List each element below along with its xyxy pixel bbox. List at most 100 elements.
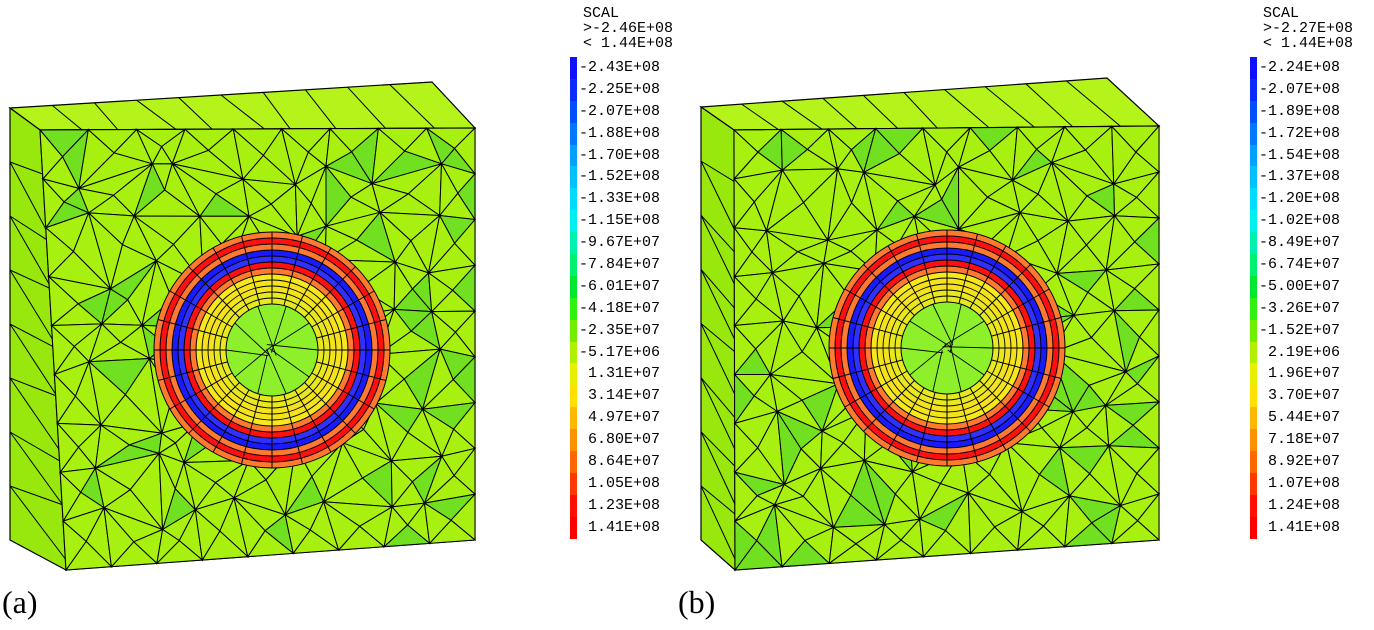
inclusion-spoke [887,387,925,451]
legend-entry: -1.70E+08 [570,144,673,167]
inclusion-spoke [294,389,332,453]
legend-value: -1.52E+08 [579,168,661,186]
mesh-triangle [773,503,806,568]
mesh-triangle [294,183,312,237]
legend-value: 1.07E+08 [1259,474,1341,492]
legend-swatch [570,254,577,276]
legend-entry: 1.41E+08 [570,516,673,539]
inclusion-spoke [157,361,228,382]
legend-entry: -1.52E+07 [1250,319,1353,342]
core-mesh-line [949,304,962,353]
legend-entry: 1.07E+08 [1250,472,1353,495]
side-mesh-line [700,377,736,418]
legend-entry: -4.18E+07 [570,297,673,320]
legend-swatch [1250,341,1257,364]
core-mesh-line [943,320,985,346]
legend-entry: -1.72E+08 [1250,122,1353,145]
mesh-triangle [371,182,410,214]
legend-entry: 1.31E+07 [570,363,673,386]
inclusion-spoke [979,380,1031,432]
mesh-triangle [875,523,902,562]
mesh-triangle [280,127,309,187]
core-mesh-line [234,345,273,378]
legend-value: 1.41E+08 [579,518,661,536]
inclusion-spoke [844,370,908,408]
legend-entry: -9.67E+07 [570,232,673,255]
side-mesh-line [700,431,736,467]
top-mesh-line [94,102,119,130]
legend-swatch [570,122,577,145]
mesh-triangle [733,128,759,181]
legend-value: 7.18E+07 [1259,431,1341,449]
legend-value: 8.92E+07 [1259,453,1341,471]
side-mesh-line [9,431,63,505]
mesh-triangle [734,422,759,474]
core-mesh-line [932,304,954,346]
mesh-triangle [194,508,221,562]
inclusion-spoke [304,382,356,434]
side-mesh-line [700,269,735,309]
mesh-triangle [734,519,758,572]
mesh-triangle [820,430,845,470]
legend-swatch [570,451,577,473]
inclusion-spoke [863,380,915,432]
legend-value: 2.19E+06 [1259,343,1341,361]
legend-entry: -7.84E+07 [570,254,673,276]
mesh-triangle [87,211,123,291]
legend-value: -2.25E+08 [579,80,661,98]
legend-title: SCAL [1263,5,1300,22]
legend-entry: -2.07E+08 [570,100,673,123]
legend-swatch [1250,407,1257,430]
mesh-triangle [284,513,311,555]
legend-swatch [570,78,577,101]
mesh-triangle [45,226,75,278]
inclusion-spoke [283,394,304,465]
legend-title: SCAL [583,5,620,22]
mesh-triangle [158,453,176,530]
side-mesh-line [700,377,736,450]
legend-swatch [570,385,577,408]
mesh-triangle [1011,126,1038,182]
side-mesh-line [9,323,57,395]
mesh-triangle [427,214,456,275]
inclusion-spoke [887,245,925,309]
inclusion-spoke [304,266,356,318]
side-mesh-line [700,160,735,230]
mesh-triangle [421,407,455,458]
legend-value: -1.02E+08 [1259,212,1341,230]
legend-entry: 1.24E+08 [1250,494,1353,517]
inclusion-spoke [283,235,304,306]
inclusion-spoke [316,361,387,382]
mesh-triangle [733,226,753,279]
mesh-triangle [233,496,266,558]
mesh-triangle [769,373,803,413]
legend-value: -5.00E+07 [1259,277,1341,295]
legend-entry: -2.43E+08 [570,57,673,79]
mesh-triangle [1064,494,1093,548]
mesh-triangle [1056,219,1088,275]
mesh-triangle [1058,446,1091,497]
core-mesh-line [909,320,952,348]
legend-swatch [1250,232,1257,255]
inclusion-spoke [915,233,936,304]
mesh-triangle [1056,272,1089,317]
legend-value: 5.44E+07 [1259,409,1341,427]
mesh-triangle [957,126,991,169]
core-mesh-line [900,347,944,354]
inclusion-spoke [316,318,387,339]
side-mesh-line [700,160,735,182]
core-mesh-line [266,344,319,351]
legend-swatch [570,232,577,255]
mesh-triangle [919,518,947,558]
inclusion-spoke [958,392,979,463]
side-mesh-line [9,485,66,560]
mesh-triangle [1005,441,1041,514]
legend-entry: 1.41E+08 [1250,516,1353,539]
legend-swatch [1250,100,1257,123]
legend-swatch [570,166,577,189]
legend-swatch [570,57,577,79]
legend-swatch [1250,57,1257,79]
box-top-face [8,81,477,131]
mesh-triangle [776,411,802,487]
legend-swatch [570,494,577,517]
